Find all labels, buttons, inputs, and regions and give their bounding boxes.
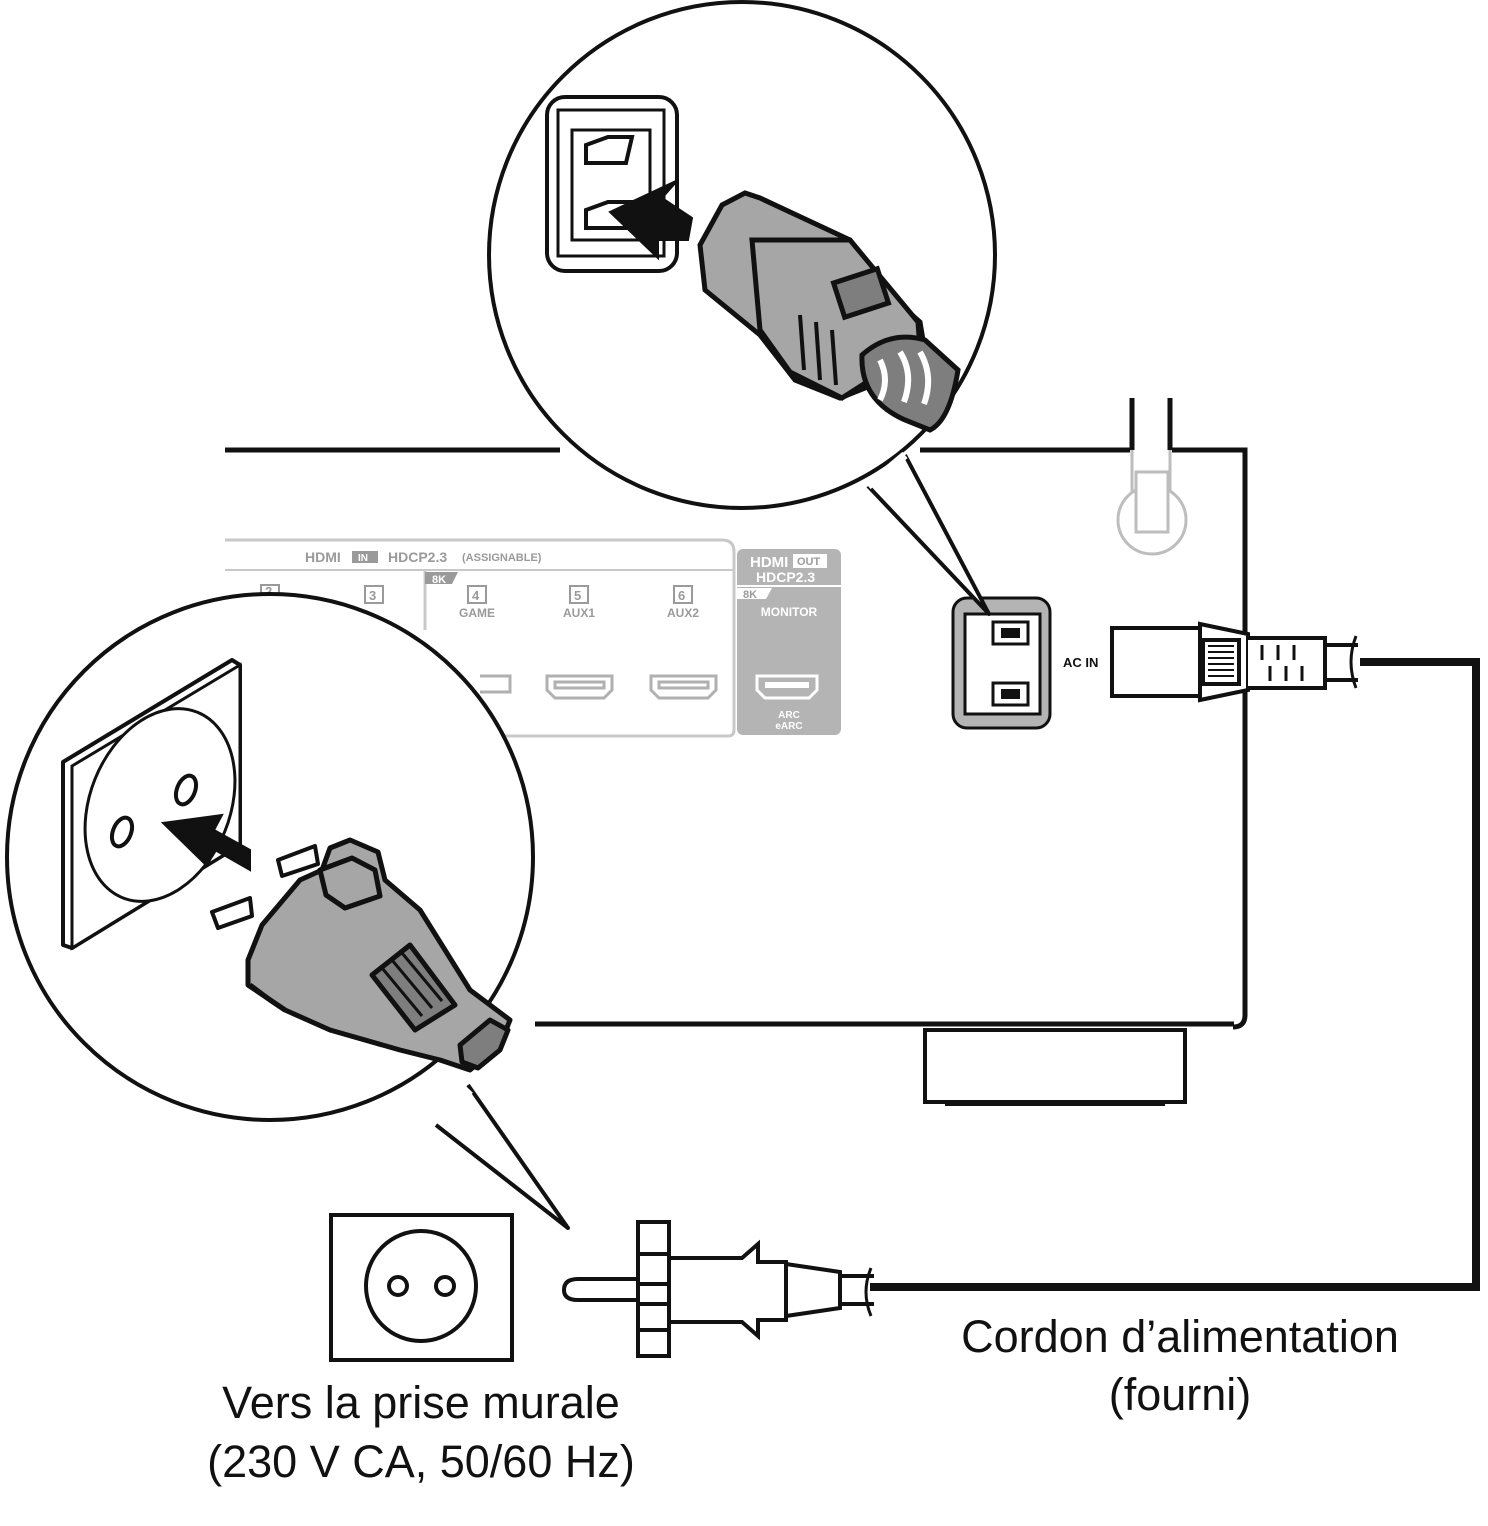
in-badge: IN xyxy=(358,553,368,564)
hdmi-input-4-game: 4 GAME xyxy=(459,585,495,620)
svg-text:AUX1: AUX1 xyxy=(563,606,595,620)
arc-label: ARC xyxy=(778,710,800,721)
hdmi-out-block: HDMI OUT HDCP2.3 8K MONITOR ARC eARC xyxy=(737,549,841,735)
hdmi-in-block: HDMI IN HDCP2.3 (ASSIGNABLE) 8K 2 3 4 GA… xyxy=(225,538,736,738)
receiver-foot xyxy=(923,1028,1187,1106)
out-badge: OUT xyxy=(797,556,821,568)
hdmi-in-label: HDMI xyxy=(305,549,341,565)
hdcp-in-label: HDCP2.3 xyxy=(388,549,447,565)
assignable-label: (ASSIGNABLE) xyxy=(462,552,542,564)
insert-arrow-icon-2 xyxy=(160,813,251,872)
svg-text:2: 2 xyxy=(265,584,272,599)
hdmi-input-5-aux1: 5 AUX1 xyxy=(563,585,595,620)
wall-outlet-caption-line1: Vers la prise murale xyxy=(222,1377,620,1428)
iec-plug-closeup xyxy=(697,190,961,433)
wall-plug xyxy=(561,1220,874,1358)
svg-text:AUX2: AUX2 xyxy=(667,606,699,620)
wall-outlet-icon xyxy=(329,1213,514,1362)
zoom-callout-wall-socket xyxy=(5,592,570,1230)
svg-text:GAME: GAME xyxy=(459,606,495,620)
8k-badge-in: 8K xyxy=(432,574,446,586)
hdmi-out-label: HDMI xyxy=(750,554,788,571)
receiver-rear-panel: HDMI IN HDCP2.3 (ASSIGNABLE) 8K 2 3 4 GA… xyxy=(225,398,1248,1106)
hdmi-input-3: 3 xyxy=(364,585,384,604)
power-cord-caption-line1: Cordon d’alimentation xyxy=(961,1311,1399,1362)
insert-arrow-icon xyxy=(608,179,694,261)
schuko-plug-closeup xyxy=(210,837,513,1073)
hdcp-out-label: HDCP2.3 xyxy=(756,569,815,585)
svg-text:6: 6 xyxy=(678,588,685,603)
ac-in-inlet: AC IN xyxy=(951,596,1098,730)
wall-outlet-caption-line2: (230 V CA, 50/60 Hz) xyxy=(207,1436,635,1487)
power-cord-caption-line2: (fourni) xyxy=(1109,1369,1252,1420)
power-cord xyxy=(870,658,1480,1291)
svg-text:3: 3 xyxy=(369,588,376,603)
ac-in-label: AC IN xyxy=(1063,655,1098,670)
svg-text:5: 5 xyxy=(574,588,581,603)
screw-terminal xyxy=(1116,450,1188,556)
zoom-callout-ac-inlet xyxy=(487,0,997,616)
svg-text:4: 4 xyxy=(472,588,480,603)
iec-cord-plug xyxy=(1110,621,1358,703)
hdmi-input-6-aux2: 6 AUX2 xyxy=(667,585,699,620)
captions: Cordon d’alimentation (fourni) Vers la p… xyxy=(207,1311,1399,1487)
hdmi-in-ports xyxy=(480,674,718,700)
earc-label: eARC xyxy=(775,721,802,732)
8k-badge-out: 8K xyxy=(743,589,757,601)
monitor-label: MONITOR xyxy=(761,605,818,619)
